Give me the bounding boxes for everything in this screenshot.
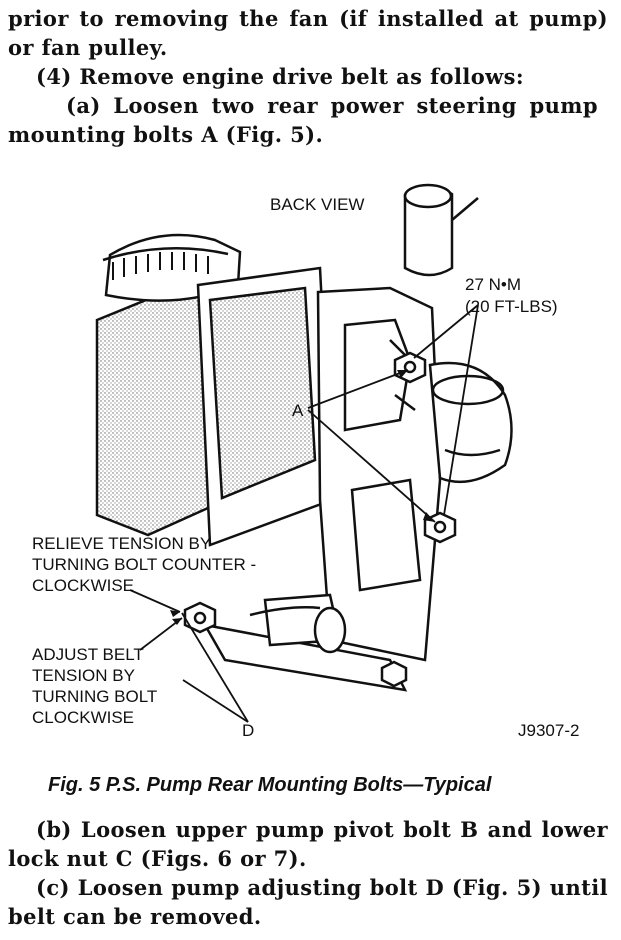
adjust-label-line3: TURNING BOLT: [32, 687, 157, 706]
lower-arm: [202, 593, 408, 692]
torque-label-line1: 27 N•M: [465, 275, 521, 294]
figure-caption: Fig. 5 P.S. Pump Rear Mounting Bolts—Typ…: [48, 774, 492, 796]
upper-pipe: [403, 183, 479, 277]
pump-mounting-diagram: BACK VIEW 27 N•M (20 FT-LBS) A RELIEVE T…: [32, 183, 579, 740]
paragraph-fan-pulley: prior to removing the fan (if installed …: [8, 6, 608, 60]
adjust-label-line1: ADJUST BELT: [32, 645, 144, 664]
paragraph-step-a: (a) Loosen two rear power steering pump …: [8, 93, 598, 147]
bolt-bottom: [380, 660, 408, 688]
leader-lines: [129, 304, 479, 723]
engine-housing: [428, 361, 513, 484]
pump-plate: [196, 266, 334, 547]
callout-d: D: [242, 721, 254, 740]
bolt-d: [183, 601, 217, 634]
paragraph-step-4: (4) Remove engine drive belt as follows:: [36, 64, 524, 89]
callout-a: A: [292, 401, 304, 420]
relieve-label-line3: CLOCKWISE: [32, 576, 134, 595]
adjust-label-line4: CLOCKWISE: [32, 708, 134, 727]
relieve-label-line2: TURNING BOLT COUNTER -: [32, 555, 256, 574]
paragraph-step-c: (c) Loosen pump adjusting bolt D (Fig. 5…: [8, 875, 608, 929]
paragraph-step-b: (b) Loosen upper pump pivot bolt B and l…: [8, 817, 608, 871]
torque-label-line2: (20 FT-LBS): [465, 297, 558, 316]
adjust-label-line2: TENSION BY: [32, 666, 135, 685]
figure-id: J9307-2: [518, 721, 579, 740]
mounting-bracket: [316, 286, 442, 662]
bolt-upper-a: [393, 351, 427, 384]
relieve-label-line1: RELIEVE TENSION BY: [32, 534, 211, 553]
back-view-label: BACK VIEW: [270, 195, 364, 214]
arrowheads: [170, 370, 435, 625]
